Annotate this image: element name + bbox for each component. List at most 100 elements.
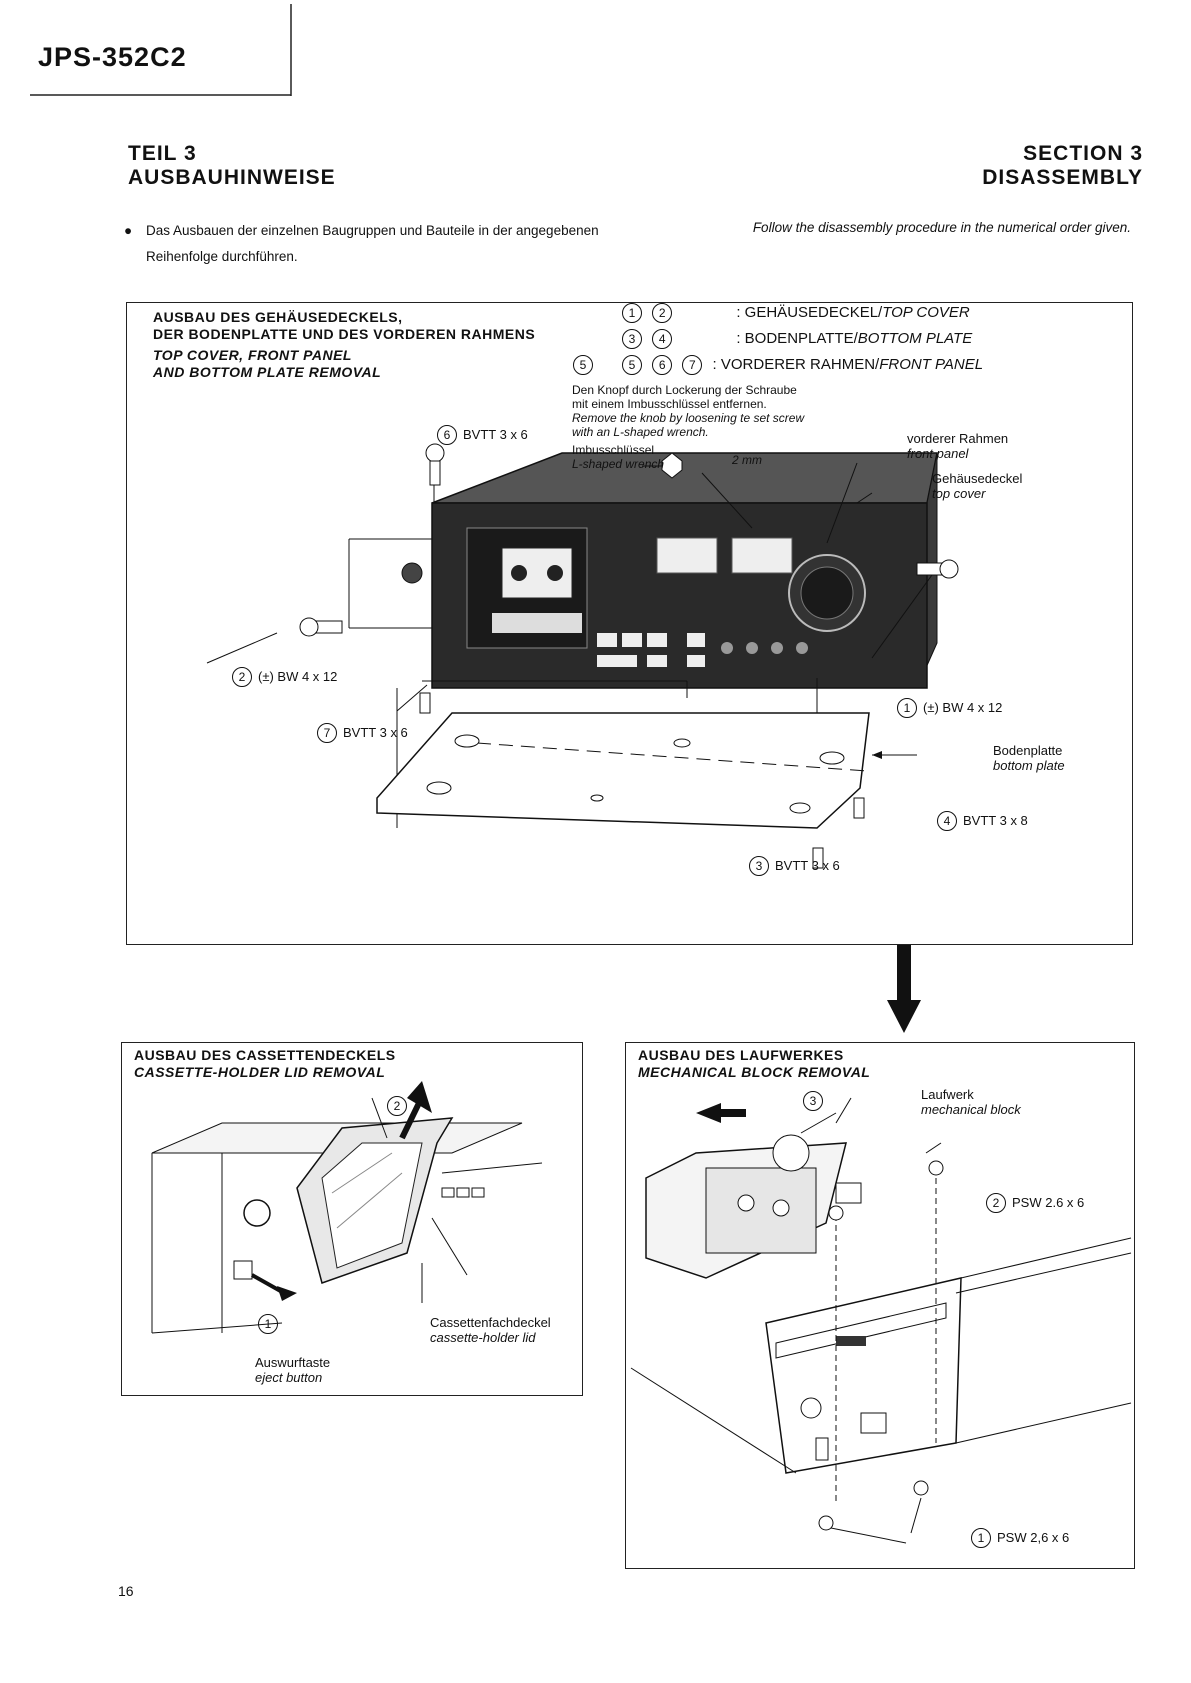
panel3-screw-2-circle: 2 (986, 1193, 1006, 1213)
eject-en: eject button (255, 1370, 323, 1385)
panel3-screw-1-text: PSW 2,6 x 6 (997, 1530, 1070, 1545)
step-3-circle: 3 (622, 329, 642, 349)
bottom-plate-label: Bodenplatte bottom plate (993, 743, 1065, 773)
eject-de: Auswurftaste (255, 1355, 331, 1370)
wrench-en: L-shaped wrench (572, 457, 665, 471)
legend-row-bottom-plate: 3 4 : BODENPLATTE/BOTTOM PLATE (622, 326, 1072, 352)
panel3-screw-1-circle: 1 (971, 1528, 991, 1548)
bottom-plate-de: Bodenplatte (993, 743, 1063, 758)
panel3-step-3: 3 (803, 1091, 823, 1111)
screw-6-label: 6 BVTT 3 x 6 (437, 425, 528, 445)
screw-2-text: (±) BW 4 x 12 (258, 669, 338, 684)
panel2-title-de: AUSBAU DES CASSETTENDECKELS (134, 1047, 396, 1063)
panel3-screw-1-label: 1 PSW 2,6 x 6 (971, 1528, 1069, 1548)
wrench-de: Imbusschlüssel (572, 443, 655, 457)
knob-de-line1: Den Knopf durch Lockerung der Schraube (572, 383, 797, 397)
panel1-title-de-line2: DER BODENPLATTE UND DES VORDEREN RAHMENS (153, 326, 536, 342)
panel-cassette-lid-removal: AUSBAU DES CASSETTENDECKELS CASSETTE-HOL… (121, 1042, 583, 1396)
knob-en-line2: with an L-shaped wrench. (572, 425, 709, 439)
screw-4-label: 4 BVTT 3 x 8 (937, 811, 1028, 831)
legend-front-panel-de: : VORDERER RAHMEN/ (712, 356, 880, 373)
panel2-step-2: 2 (387, 1096, 407, 1116)
lid-label: Cassettenfachdeckel cassette-holder lid (430, 1315, 551, 1345)
mechanical-block-label: Laufwerk mechanical block (921, 1087, 1021, 1117)
wrench-label: Imbusschlüssel L-shaped wrench (572, 443, 664, 471)
front-panel-en: front panel (907, 446, 969, 461)
panel2-step-1: 1 (258, 1314, 278, 1334)
legend-bottom-plate-en: BOTTOM PLATE (857, 330, 973, 347)
step-5-circle: 5 (622, 355, 642, 375)
screw-1-text: (±) BW 4 x 12 (923, 700, 1003, 715)
wrench-size: 2 mm (732, 453, 762, 467)
panel1-title-de: AUSBAU DES GEHÄUSEDECKELS, DER BODENPLAT… (153, 309, 535, 343)
panel-mechanical-block-removal: AUSBAU DES LAUFWERKES MECHANICAL BLOCK R… (625, 1042, 1135, 1569)
legend-bottom-plate-de: : BODENPLATTE/ (736, 330, 858, 347)
section-title-de: TEIL 3 AUSBAUHINWEISE (128, 142, 336, 190)
knob-en-line1: Remove the knob by loosening te set scre… (572, 411, 805, 425)
intro-german: ● Das Ausbauen der einzelnen Baugruppen … (124, 218, 628, 270)
step-1-circle: 1 (622, 303, 642, 323)
legend-row-top-cover: 1 2 : GEHÄUSEDECKEL/TOP COVER (622, 300, 1072, 326)
top-cover-label: Gehäusedeckel top cover (932, 471, 1022, 501)
section-de-line2: AUSBAUHINWEISE (128, 166, 336, 189)
legend-front-panel-en: FRONT PANEL (879, 356, 984, 373)
step-6-circle: 6 (652, 355, 673, 375)
top-cover-en: top cover (932, 486, 986, 501)
screw-7-circle: 7 (317, 723, 337, 743)
lid-en: cassette-holder lid (430, 1330, 536, 1345)
section-en-line2: DISASSEMBLY (982, 166, 1143, 189)
screw-7-label: 7 BVTT 3 x 6 (317, 723, 408, 743)
knob-instructions: Den Knopf durch Lockerung der Schraube m… (572, 383, 804, 439)
bottom-plate-en: bottom plate (993, 758, 1065, 773)
step-5-marker: 5 (573, 355, 593, 375)
screw-1-label: 1 (±) BW 4 x 12 (897, 698, 1002, 718)
screw-3-circle: 3 (749, 856, 769, 876)
screw-1-circle: 1 (897, 698, 917, 718)
legend-row-front-panel: 5 6 7 : VORDERER RAHMEN/FRONT PANEL (622, 352, 1072, 378)
model-number: JPS-352C2 (38, 42, 187, 72)
step-7-circle: 7 (682, 355, 703, 375)
lid-de: Cassettenfachdeckel (430, 1315, 551, 1330)
legend-top-cover-en: TOP COVER (882, 304, 970, 321)
panel1-title-en-line2: AND BOTTOM PLATE REMOVAL (153, 364, 382, 380)
section-title-en: SECTION 3 DISASSEMBLY (982, 142, 1143, 190)
top-cover-de: Gehäusedeckel (932, 471, 1023, 486)
front-panel-label: vorderer Rahmen front panel (907, 431, 1008, 461)
panel3-screw-2-text: PSW 2.6 x 6 (1012, 1195, 1085, 1210)
block-en: mechanical block (921, 1102, 1021, 1117)
panel1-title-de-line1: AUSBAU DES GEHÄUSEDECKELS, (153, 309, 403, 325)
front-panel-de: vorderer Rahmen (907, 431, 1009, 446)
panel3-screw-2-label: 2 PSW 2.6 x 6 (986, 1193, 1084, 1213)
screw-7-text: BVTT 3 x 6 (343, 725, 408, 740)
eject-label: Auswurftaste eject button (255, 1355, 330, 1385)
panel-top-cover-removal: AUSBAU DES GEHÄUSEDECKELS, DER BODENPLAT… (126, 302, 1133, 945)
legend-top-cover-de: : GEHÄUSEDECKEL/ (736, 304, 883, 321)
section-de-line1: TEIL 3 (128, 142, 197, 165)
panel2-title-en: CASSETTE-HOLDER LID REMOVAL (134, 1064, 386, 1080)
block-de: Laufwerk (921, 1087, 974, 1102)
bullet: ● (124, 223, 133, 238)
screw-2-label: 2 (±) BW 4 x 12 (232, 667, 337, 687)
panel3-title-de: AUSBAU DES LAUFWERKES (638, 1047, 844, 1063)
screw-4-circle: 4 (937, 811, 957, 831)
cassette-deck-exploded-illustration (206, 443, 959, 869)
intro-german-text: Das Ausbauen der einzelnen Baugruppen un… (146, 223, 599, 264)
step-2-circle: 2 (652, 303, 673, 323)
screw-6-text: BVTT 3 x 6 (463, 427, 528, 442)
page-number: 16 (118, 1583, 134, 1599)
mechanical-block-illustration (630, 1097, 1132, 1544)
intro-english: Follow the disassembly procedure in the … (752, 220, 1131, 235)
panel1-title-en: TOP COVER, FRONT PANEL AND BOTTOM PLATE … (153, 347, 381, 381)
step-4-circle: 4 (652, 329, 673, 349)
panel1-legend: 1 2 : GEHÄUSEDECKEL/TOP COVER 3 4 : BODE… (622, 300, 1072, 378)
screw-4-text: BVTT 3 x 8 (963, 813, 1028, 828)
down-arrow-icon (887, 945, 921, 1033)
screw-2-circle: 2 (232, 667, 252, 687)
panel3-title-en: MECHANICAL BLOCK REMOVAL (638, 1064, 871, 1080)
knob-de-line2: mit einem Imbusschlüssel entfernen. (572, 397, 767, 411)
screw-6-circle: 6 (437, 425, 457, 445)
header-rule (30, 4, 292, 96)
section-en-line1: SECTION 3 (1023, 142, 1143, 165)
cassette-lid-illustration (151, 1081, 543, 1334)
